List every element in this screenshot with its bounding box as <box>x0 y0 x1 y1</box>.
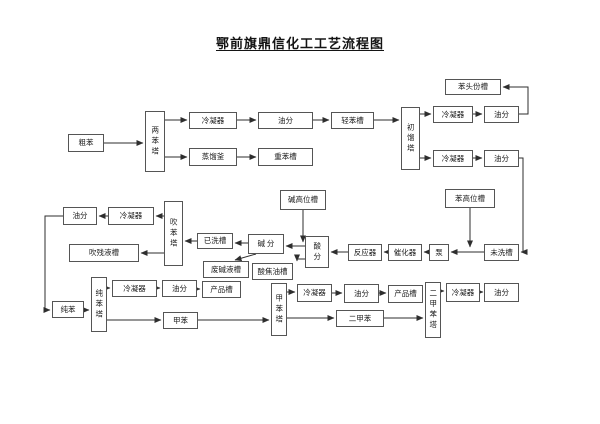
node-benzene-blowing-tower: 吹苯塔 <box>164 201 183 266</box>
node-heavy-benzene-tank: 重苯槽 <box>258 148 313 166</box>
node-unwashed-tank: 未洗槽 <box>484 244 519 261</box>
node-oil-separator-6: 油分 <box>344 284 379 303</box>
node-condenser-4: 冷凝器 <box>108 207 154 225</box>
node-catalyzer: 催化器 <box>388 244 422 261</box>
node-condenser-7: 冷凝器 <box>446 283 480 302</box>
node-reactor: 反应器 <box>348 244 382 261</box>
node-condenser-6: 冷凝器 <box>297 284 332 302</box>
page-title: 鄂前旗鼎信化工工艺流程图 <box>215 36 384 51</box>
node-toluene-tower: 甲苯塔 <box>271 283 287 336</box>
node-pump: 泵 <box>429 244 449 261</box>
node-pure-benzene: 纯苯 <box>52 301 84 318</box>
node-distillation-kettle: 蒸馏釜 <box>189 148 237 166</box>
node-acid-tar-tank: 酸焦油槽 <box>252 263 293 280</box>
node-light-benzene-tank: 轻苯槽 <box>331 112 374 129</box>
node-oil-separator-2: 油分 <box>484 106 519 123</box>
node-washed-tank: 已洗槽 <box>197 233 233 249</box>
node-product-tank-2: 产品槽 <box>388 285 423 303</box>
node-initial-distillation-tower: 初馏塔 <box>401 107 420 170</box>
node-alkali-high-level-tank: 碱高位槽 <box>280 190 326 210</box>
node-benzene-head-fraction-tank: 苯头份槽 <box>445 79 501 95</box>
node-xylene: 二甲苯 <box>336 310 384 327</box>
node-condenser-3: 冷凝器 <box>433 150 473 167</box>
node-oil-separator-1: 油分 <box>258 112 313 129</box>
node-benzene-high-level-tank: 苯高位槽 <box>445 189 495 208</box>
node-crude-benzene: 粗苯 <box>68 134 104 152</box>
node-acid-separator: 酸分 <box>305 236 329 268</box>
node-toluene: 甲苯 <box>163 312 198 329</box>
node-condenser-5: 冷凝器 <box>112 280 157 297</box>
node-xylene-tower: 二甲苯塔 <box>425 282 441 338</box>
node-oil-separator-7: 油分 <box>484 283 519 302</box>
node-product-tank-1: 产品槽 <box>202 281 241 298</box>
node-two-benzene-tower: 两苯塔 <box>145 111 165 172</box>
edges <box>43 84 529 323</box>
node-alkali-separator: 碱 分 <box>248 234 284 254</box>
node-waste-alkali-liquid-tank: 废碱液槽 <box>203 261 249 278</box>
node-pure-benzene-tower: 纯苯塔 <box>91 277 107 332</box>
node-oil-separator-3: 油分 <box>484 150 519 167</box>
node-condenser-2: 冷凝器 <box>433 106 473 123</box>
node-oil-separator-5: 油分 <box>162 280 197 297</box>
node-oil-separator-4: 油分 <box>63 207 97 225</box>
node-condenser-1: 冷凝器 <box>189 112 237 129</box>
node-blowing-residue-tank: 吹残液槽 <box>69 244 139 262</box>
